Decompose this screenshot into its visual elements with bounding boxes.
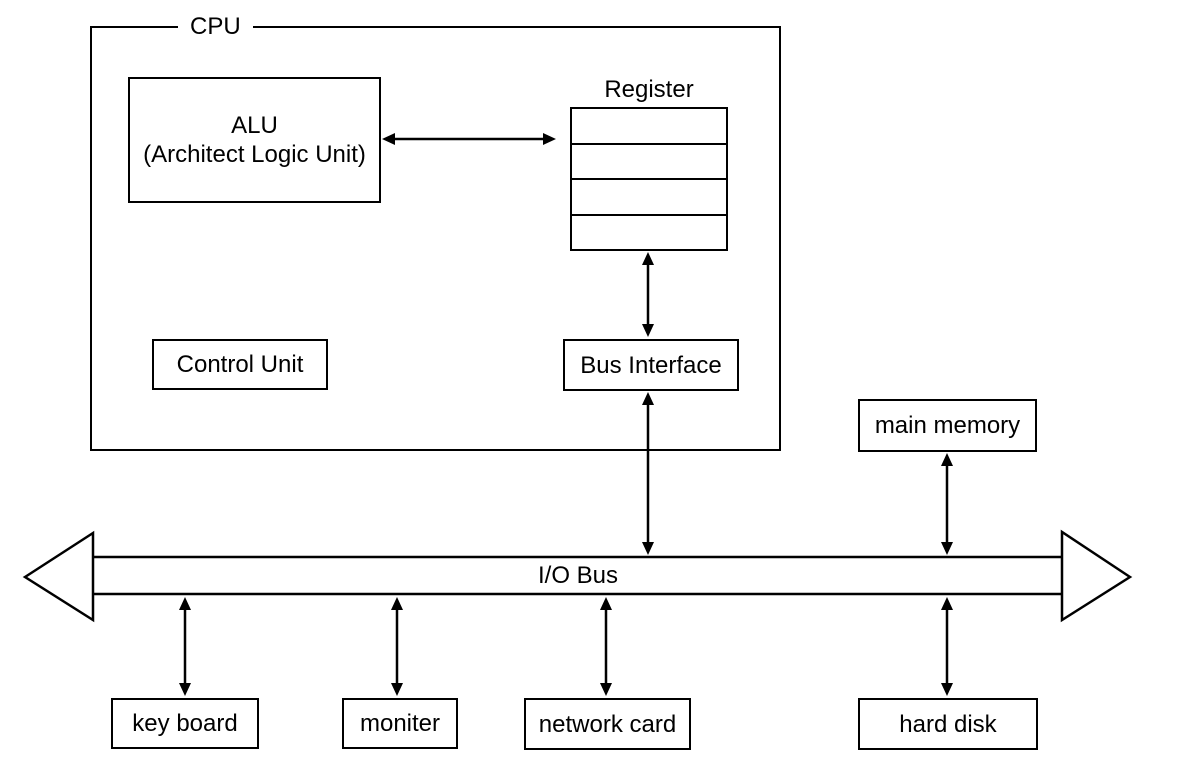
cpu-label: CPU	[178, 12, 253, 42]
network-card-label: network card	[538, 710, 677, 738]
moniter-label: moniter	[359, 710, 441, 737]
bus-interface-box: Bus Interface	[563, 339, 739, 391]
io-bus-right-arrowhead	[1060, 529, 1133, 623]
arrow-io-bus-network-card	[600, 597, 612, 696]
register-row	[572, 216, 726, 250]
register-row	[572, 180, 726, 216]
control-unit-label: Control Unit	[176, 351, 304, 378]
cpu-box: CPU	[90, 12, 781, 451]
arrow-main-memory-io-bus	[941, 453, 953, 555]
arrow-io-bus-hard-disk	[941, 597, 953, 696]
key-board-label: key board	[132, 710, 238, 737]
arrow-io-bus-key-board	[179, 597, 191, 696]
io-bus-shape	[22, 529, 1133, 623]
hard-disk-label: hard disk	[899, 710, 997, 738]
alu-label-line1: ALU	[231, 112, 278, 139]
network-card-box: network card	[524, 698, 691, 750]
io-bus-label: I/O Bus	[537, 562, 619, 589]
arrow-register-bus-interface	[642, 252, 654, 337]
io-bus-left-arrowhead	[22, 530, 95, 623]
main-memory-box: main memory	[858, 399, 1037, 452]
arrow-bus-interface-io-bus	[642, 392, 654, 555]
arrow-alu-register	[382, 133, 556, 145]
main-memory-label: main memory	[874, 412, 1021, 439]
moniter-box: moniter	[342, 698, 458, 749]
alu-box: ALU (Architect Logic Unit)	[128, 77, 381, 203]
register-label: Register	[604, 76, 694, 103]
control-unit-box: Control Unit	[152, 339, 328, 390]
register-row	[572, 145, 726, 180]
register-row	[572, 109, 726, 145]
bus-interface-label: Bus Interface	[580, 351, 722, 379]
alu-label-line2: (Architect Logic Unit)	[143, 141, 366, 168]
arrow-io-bus-moniter	[391, 597, 403, 696]
key-board-box: key board	[111, 698, 259, 749]
hard-disk-box: hard disk	[858, 698, 1038, 750]
register-box	[570, 107, 728, 251]
